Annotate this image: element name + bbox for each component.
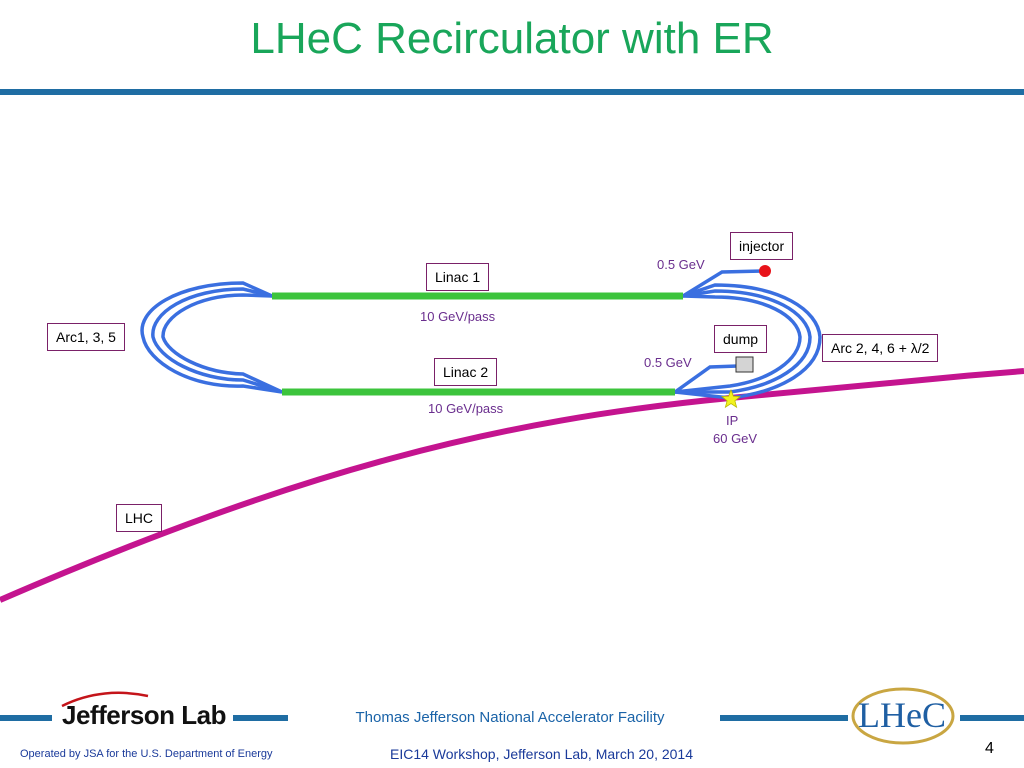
injector-line [682,269,766,298]
dump-line [673,364,739,394]
linac1-gain: 10 GeV/pass [420,309,496,324]
injector-label: injector [730,232,794,260]
footer-rule-mid [233,715,288,721]
page-number: 4 [985,740,994,757]
operated-by: Operated by JSA for the U.S. Department … [20,748,273,760]
event-line: EIC14 Workshop, Jefferson Lab, March 20,… [390,746,693,762]
footer-rule-left [0,715,52,721]
left-arcs [140,281,283,394]
lhec-logo-ring-icon [851,687,955,745]
right-arcs [674,283,822,400]
footer-rule-right [720,715,848,721]
facility-name: Thomas Jefferson National Accelerator Fa… [355,709,665,726]
linac1-label: Linac 1 [426,263,490,291]
lhec-logo: LHeC [858,695,946,735]
linac2-label: Linac 2 [434,358,498,386]
arc-right-label: Arc 2, 4, 6 + λ/2 [822,334,939,362]
injector-energy: 0.5 GeV [657,257,705,272]
dump-energy: 0.5 GeV [644,355,692,370]
jefferson-lab-logo: Jefferson Lab [62,700,227,730]
footer-rule-far-right [960,715,1024,721]
injector-source [759,265,771,277]
linac2-gain: 10 GeV/pass [428,401,504,416]
title-divider [0,89,1024,95]
dump-block [735,356,754,373]
lhc-ring [0,368,1024,603]
ip-label: IP [726,413,739,428]
arc-left-label: Arc1, 3, 5 [47,323,125,351]
jefferson-lab-swoosh-icon [61,691,149,708]
slide-title: LHeC Recirculator with ER [250,14,774,63]
ip-star-icon [720,388,742,409]
lhc-label: LHC [116,504,163,532]
dump-label: dump [714,325,768,353]
ip-energy: 60 GeV [713,431,758,446]
